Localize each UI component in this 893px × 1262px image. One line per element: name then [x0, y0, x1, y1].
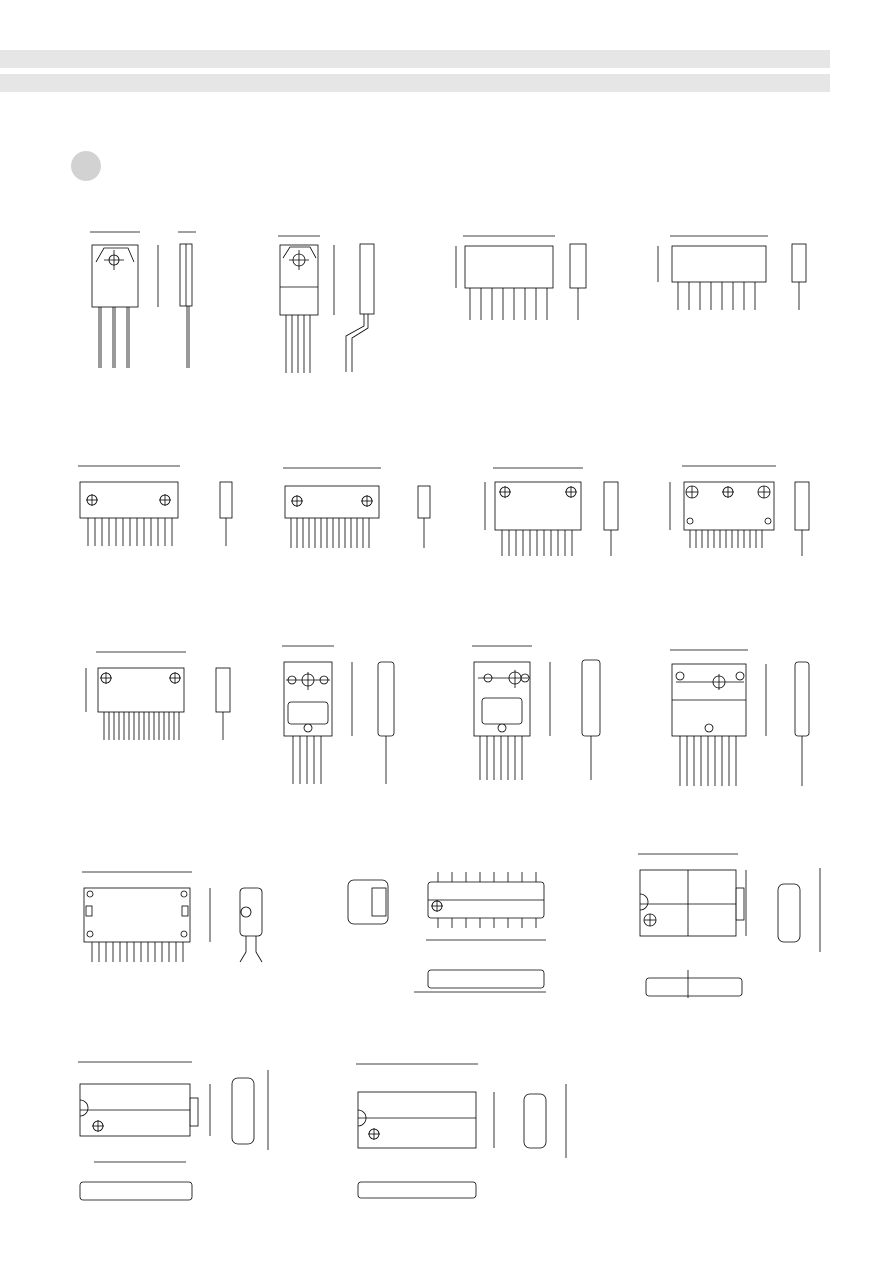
package-hsip-b	[283, 467, 431, 548]
package-fm-style	[278, 235, 375, 373]
package-sop-a	[347, 872, 546, 993]
package-sip-10	[455, 235, 587, 320]
package-sip-10-thin	[657, 235, 807, 310]
section-bullet	[71, 151, 101, 181]
package-hsip-a	[78, 465, 233, 546]
package-fm-c	[670, 649, 810, 786]
header-band-bottom	[0, 74, 830, 92]
package-hsop-a	[78, 1061, 269, 1201]
package-hsip-c	[484, 467, 619, 556]
package-fm-b	[472, 645, 601, 780]
package-hsip-d	[669, 465, 810, 556]
package-fm-a	[282, 645, 395, 784]
package-hsop-b	[356, 1063, 567, 1199]
package-to3p-style	[90, 231, 196, 368]
package-sop-b	[638, 853, 821, 998]
header-band-top	[0, 50, 830, 68]
package-hzip-a	[85, 651, 231, 740]
package-hsip-wide	[82, 871, 263, 963]
